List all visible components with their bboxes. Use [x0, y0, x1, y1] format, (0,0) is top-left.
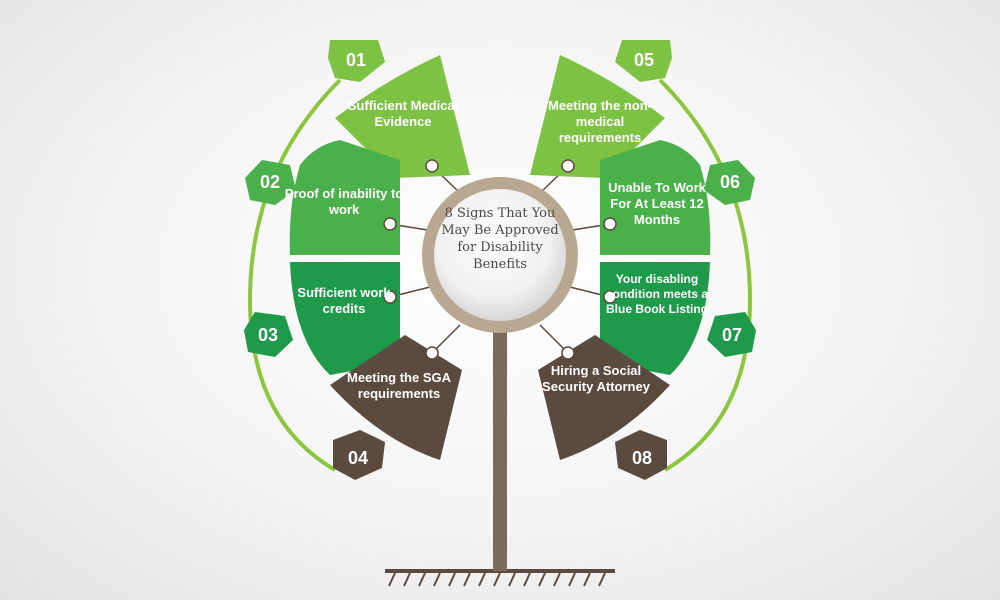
ground	[385, 569, 615, 587]
number-badge-02	[245, 160, 296, 205]
item-label-05: Meeting the non-medical requirements	[548, 98, 652, 145]
petal-06	[600, 140, 755, 255]
item-label-02: Proof of inability to work	[284, 186, 404, 217]
center-title: 8 Signs That You May Be Approved for Dis…	[441, 206, 559, 272]
item-label-06: Unable To Work For At Least 12 Months	[608, 180, 706, 227]
item-label-04: Meeting the SGA requirements	[346, 370, 451, 401]
petal-05	[530, 40, 672, 178]
petal-03	[244, 262, 400, 375]
number-badge-01	[328, 40, 385, 82]
item-label-08: Hiring a Social Security Attorney	[542, 363, 650, 394]
number-badge-07	[707, 312, 756, 357]
item-number-06: 06	[719, 172, 741, 192]
petal-04	[330, 335, 462, 480]
number-badge-08	[615, 430, 667, 480]
item-number-04: 04	[347, 448, 369, 468]
left-arc	[247, 78, 342, 472]
number-badge-03	[244, 312, 293, 357]
item-label-01: Sufficient Medical Evidence	[347, 98, 459, 129]
item-number-08: 08	[631, 448, 653, 468]
item-number-07: 07	[721, 325, 743, 345]
number-badge-06	[704, 160, 755, 205]
item-number-01: 01	[345, 50, 367, 70]
petal-07	[600, 262, 756, 375]
item-number-02: 02	[259, 172, 281, 192]
number-badge-05	[615, 40, 672, 82]
item-label-03: Sufficient work credits	[297, 285, 391, 316]
stem	[493, 325, 507, 571]
item-number-03: 03	[257, 325, 279, 345]
right-arc	[658, 78, 753, 472]
petal-01	[328, 40, 470, 178]
item-label-07: Your disabling condition meets a Blue Bo…	[605, 272, 709, 316]
petal-08	[538, 335, 670, 480]
number-badge-04	[333, 430, 385, 480]
center-circle	[422, 177, 578, 333]
petal-02	[245, 140, 400, 255]
item-number-05: 05	[633, 50, 655, 70]
connector-dots	[383, 159, 617, 360]
